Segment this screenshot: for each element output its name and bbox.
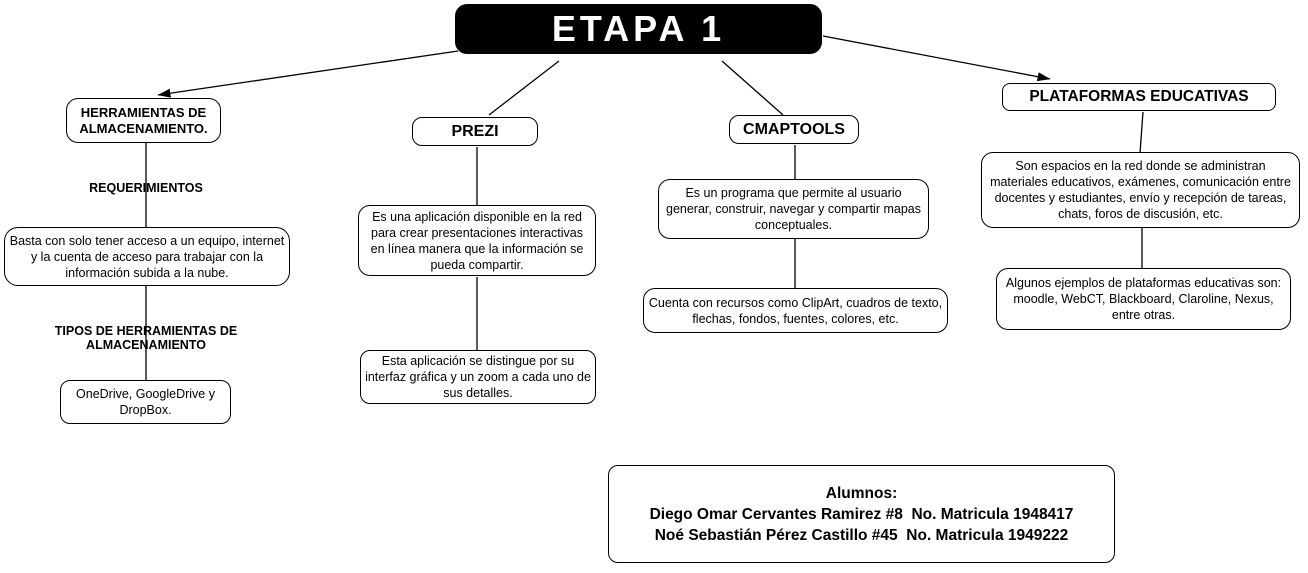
storage-types-label: TIPOS DE HERRAMIENTAS DE ALMACENAMIENTO [54,324,238,352]
platforms-description-node: Son espacios en la red donde se administ… [981,152,1300,228]
storage-heading-node: HERRAMIENTAS DE ALMACENAMIENTO. [66,98,221,143]
storage-examples-node: OneDrive, GoogleDrive y DropBox. [60,380,231,424]
platforms-examples-node: Algunos ejemplos de plataformas educativ… [996,268,1291,330]
credits-line-1: Diego Omar Cervantes Ramirez #8 No. Matr… [649,505,1074,523]
cmaptools-description-node: Es un programa que permite al usuario ge… [658,179,929,239]
credits-line-2: Noé Sebastián Pérez Castillo #45 No. Mat… [654,526,1069,544]
connector-title-to-storage-arrow [157,50,459,98]
connector-platforms-heading-to-description-line [1139,111,1144,154]
credits-heading: Alumnos: [825,484,898,502]
prezi-heading-node: PREZI [412,117,538,146]
connector-title-to-cmaptools-line [721,60,784,116]
requirements-label: REQUERIMIENTOS [89,181,203,195]
credits-box: Alumnos: Diego Omar Cervantes Ramirez #8… [608,465,1115,563]
prezi-feature-node: Esta aplicación se distingue por su inte… [360,350,596,404]
connector-title-to-prezi-line [488,60,560,116]
storage-description-node: Basta con solo tener acceso a un equipo,… [4,227,290,286]
etapa-title-node: ETAPA 1 [455,4,822,54]
connector-title-to-platforms-arrow [822,35,1051,82]
prezi-description-node: Es una aplicación disponible en la red p… [358,205,596,276]
cmaptools-heading-node: CMAPTOOLS [729,115,859,144]
cmaptools-resources-node: Cuenta con recursos como ClipArt, cuadro… [643,288,948,333]
platforms-heading-node: PLATAFORMAS EDUCATIVAS [1002,83,1276,111]
